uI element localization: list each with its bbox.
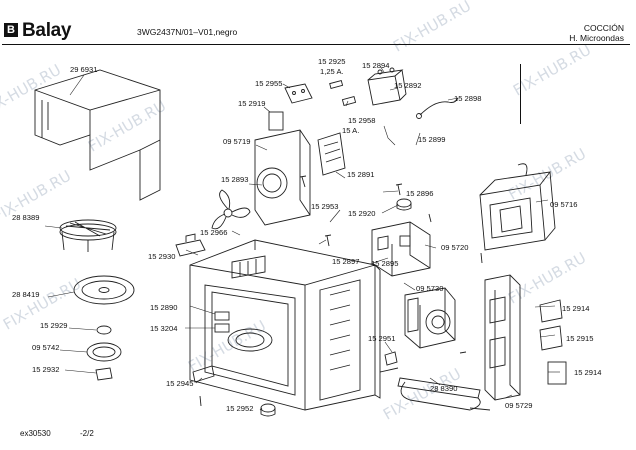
switch-bracket-drawing	[317, 132, 346, 176]
part-label: 09 5720	[441, 243, 469, 252]
part-label: 28 8390	[430, 384, 458, 393]
part-label: 15 2919	[238, 99, 266, 108]
part-label: 28 8419	[12, 290, 40, 299]
part-label: 15 2952	[226, 404, 254, 413]
part-label: 15 3204	[150, 324, 178, 333]
magnetron-drawing	[404, 287, 456, 349]
part-label: 09 5719	[223, 137, 251, 146]
header-rule	[2, 44, 630, 45]
part-label: 15 2892	[394, 81, 422, 90]
oven-cavity-drawing	[189, 239, 381, 411]
part-label: 15 2953	[311, 202, 339, 211]
part-label: 15 2897	[332, 257, 360, 266]
part-label: 15 2930	[148, 252, 176, 261]
part-label: 15 2925	[318, 57, 346, 66]
outer-cover-drawing	[34, 69, 161, 201]
drawing-code: ex30530	[20, 429, 51, 438]
fuse-block-drawing	[284, 79, 357, 107]
brand-logo-mark: B	[4, 23, 18, 37]
part-label: 1,25 A.	[320, 67, 344, 76]
category-title: COCCIÓN	[583, 23, 624, 33]
part-label: 09 5730	[416, 284, 444, 293]
heater-element-drawing	[397, 377, 491, 411]
part-label: 15 2899	[418, 135, 446, 144]
part-label: 15 2891	[347, 170, 375, 179]
leader-line	[520, 64, 521, 124]
part-label: 15 2915	[566, 334, 594, 343]
part-label: 15 2920	[348, 209, 376, 218]
part-label: 15 2914	[574, 368, 602, 377]
part-label: 15 A.	[342, 126, 360, 135]
part-label: 28 8389	[12, 213, 40, 222]
part-label: 15 2914	[562, 304, 590, 313]
roller-ring-drawing	[86, 325, 122, 381]
brand-logo: Balay	[22, 20, 72, 41]
thermostat-drawing	[396, 198, 412, 211]
part-label: 15 2894	[362, 61, 390, 70]
part-label: 15 2932	[32, 365, 60, 374]
fan-bracket-drawing	[254, 111, 311, 226]
part-label: 09 5729	[505, 401, 533, 410]
part-label: 15 2893	[221, 175, 249, 184]
turntable-drawing	[73, 275, 135, 305]
page-number: -2/2	[80, 429, 94, 438]
category-subtitle: H. Microondas	[569, 33, 624, 43]
mount-bracket-drawing	[175, 233, 206, 257]
part-label: 15 2951	[368, 334, 396, 343]
part-label: 15 2898	[454, 94, 482, 103]
model-number: 3WG2437N/01–V01,negro	[137, 27, 238, 37]
transformer-drawing	[479, 163, 556, 251]
part-label: 15 2945	[166, 379, 194, 388]
part-label: 15 2958	[348, 116, 376, 125]
part-label: 15 2895	[371, 259, 399, 268]
capacitor-drawing	[367, 67, 459, 119]
latch-assembly-drawing	[484, 274, 567, 401]
part-label: 15 2896	[406, 189, 434, 198]
part-label: 29 6931	[70, 65, 98, 74]
part-label: 15 2966	[200, 228, 228, 237]
clip-drawing	[192, 351, 399, 417]
part-label: 15 2955	[255, 79, 283, 88]
grill-rack-drawing	[59, 219, 117, 252]
leader-lines	[44, 65, 560, 411]
part-label: 15 2890	[150, 303, 178, 312]
fan-drawing	[211, 189, 251, 230]
part-label: 09 5716	[550, 200, 578, 209]
screws-drawing	[199, 175, 483, 407]
part-label: 15 2929	[40, 321, 68, 330]
switch-block-drawing	[371, 221, 431, 277]
part-label: 09 5742	[32, 343, 60, 352]
